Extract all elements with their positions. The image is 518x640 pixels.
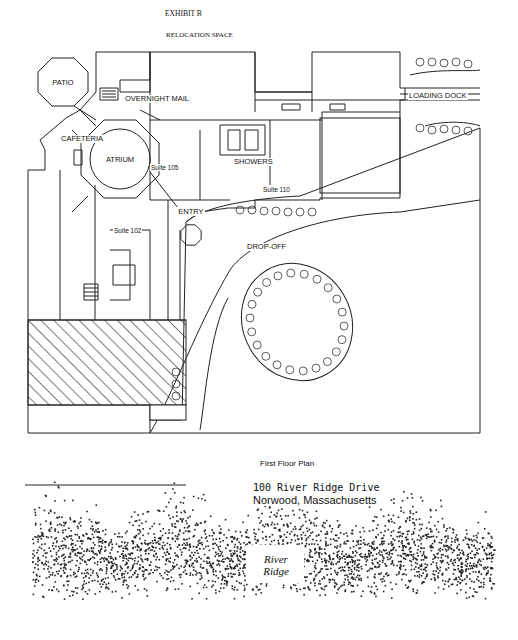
suite-name: Suite 105 — [150, 164, 179, 171]
address-line: 100 River Ridge Drive — [252, 482, 380, 493]
logo-text: River Ridge — [250, 553, 302, 577]
suite-name: Suite 110 — [262, 186, 291, 193]
plan-caption: First Floor Plan — [260, 459, 314, 468]
area-name: LOADING DOCK — [408, 92, 468, 100]
suite-name: Suite 102 — [113, 227, 142, 234]
room-name: ENTRY — [177, 207, 204, 216]
area-name: DROP-OFF — [246, 243, 287, 251]
patio-octagon: PATIO — [38, 58, 88, 106]
room-name: PATIO — [51, 78, 74, 87]
entry-octagon: ENTRY — [174, 207, 208, 247]
atrium-circle: ATRIUM — [81, 120, 159, 198]
room-name: SHOWERS — [233, 158, 274, 166]
room-name: ATRIUM — [105, 155, 135, 164]
address-line: Norwood, Massachusetts — [252, 494, 378, 506]
room-name: OVERNIGHT MAIL — [124, 95, 190, 103]
exhibit-subtitle: RELOCATION SPACE — [165, 32, 234, 40]
room-name: CAFETERIA — [60, 135, 104, 143]
exhibit-title: EXHIBIT B — [165, 9, 202, 18]
